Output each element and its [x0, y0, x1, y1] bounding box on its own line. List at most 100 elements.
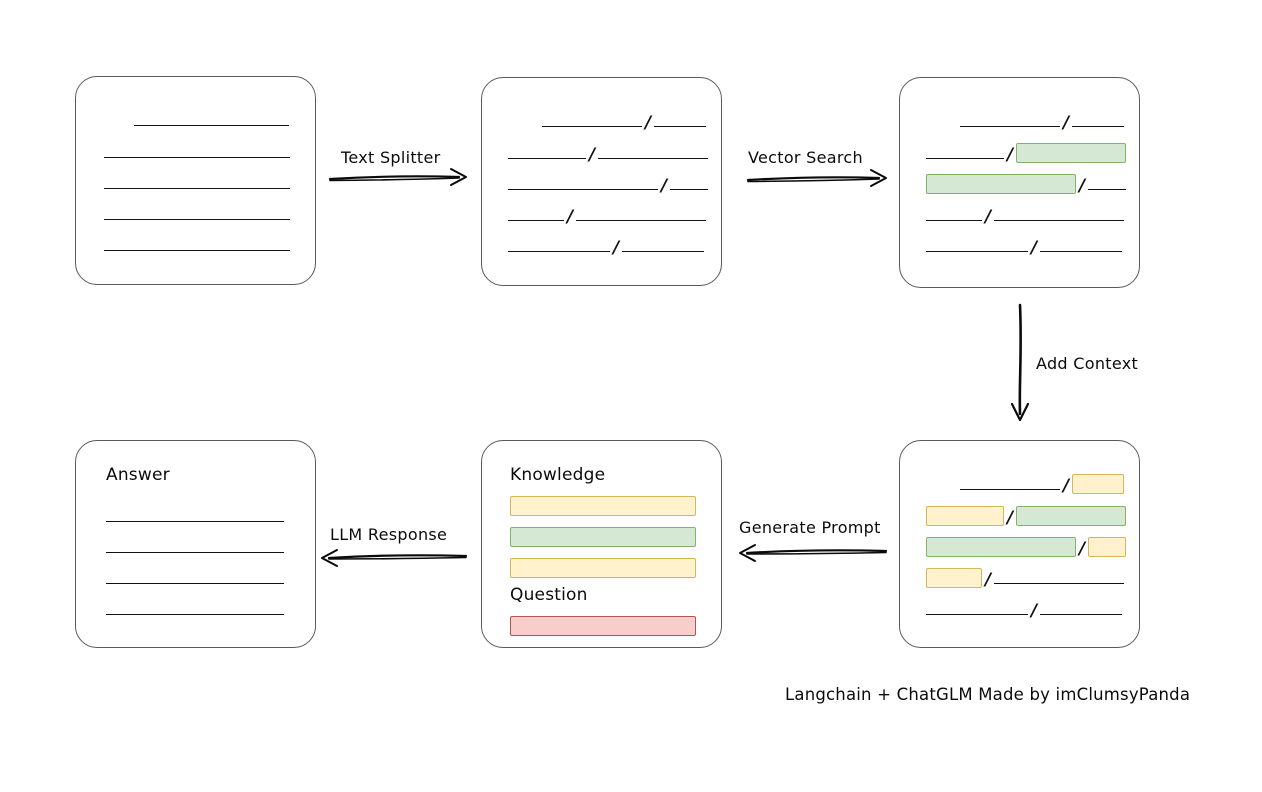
content-row: /: [900, 234, 1139, 258]
content-row: [76, 108, 315, 126]
prompt-bar-yellow: [510, 496, 696, 516]
edge-text-splitter-label: Text Splitter: [341, 148, 441, 167]
node-source-document[interactable]: [75, 76, 316, 285]
content-row: [76, 140, 315, 158]
highlight-chip-yellow: [926, 506, 1004, 526]
text-line: [960, 126, 1060, 127]
text-line: [654, 126, 707, 127]
slash-separator: /: [1079, 176, 1086, 196]
text-line: [104, 157, 290, 158]
content-row: /: [900, 172, 1139, 196]
text-line: [104, 219, 290, 220]
slash-separator: /: [1007, 145, 1014, 165]
edge-generate-prompt: [739, 544, 888, 562]
text-line: [508, 189, 658, 190]
slash-separator: /: [1031, 601, 1038, 621]
text-line: [508, 220, 564, 221]
slash-separator: /: [645, 113, 652, 133]
slash-separator: /: [1063, 476, 1070, 496]
prompt-bar-green: [510, 527, 696, 547]
text-line: [622, 251, 705, 252]
node-answer-box[interactable]: Answer: [75, 440, 316, 648]
prompt-bar-yellow: [510, 558, 696, 578]
slash-separator: /: [1031, 238, 1038, 258]
highlight-chip-green: [1016, 143, 1127, 163]
text-line: [104, 188, 290, 189]
highlight-chip-yellow: [926, 568, 982, 588]
text-line: [960, 489, 1060, 490]
text-line: [1072, 126, 1125, 127]
content-row: /: [900, 472, 1139, 496]
text-line: [1088, 189, 1127, 190]
content-row: [76, 202, 315, 220]
edge-vector-search-label: Vector Search: [748, 148, 863, 167]
slash-separator: /: [1007, 508, 1014, 528]
content-row: /: [900, 504, 1139, 528]
prompt-heading-question: Question: [510, 585, 588, 605]
text-line: [106, 614, 284, 615]
slash-separator: /: [1079, 539, 1086, 559]
text-line: [104, 250, 290, 251]
text-line: [508, 251, 610, 252]
slash-separator: /: [589, 145, 596, 165]
node-context-chunks[interactable]: / / / / /: [899, 440, 1140, 648]
slash-separator: /: [1063, 113, 1070, 133]
text-line: [926, 158, 1004, 159]
content-row: [76, 597, 315, 615]
content-row: [76, 504, 315, 522]
highlight-chip-green: [1016, 506, 1127, 526]
content-row: /: [900, 597, 1139, 621]
content-row: /: [482, 172, 721, 196]
diagram-caption: Langchain + ChatGLM Made by imClumsyPand…: [785, 685, 1191, 704]
content-row: /: [482, 234, 721, 258]
node-body: / / / / /: [900, 441, 1139, 647]
edge-add-context: [1010, 303, 1030, 422]
text-line: [670, 189, 709, 190]
node-body: / / / / /: [482, 78, 721, 285]
text-line: [926, 614, 1028, 615]
text-line: [994, 220, 1125, 221]
slash-separator: /: [985, 207, 992, 227]
slash-separator: /: [661, 176, 668, 196]
text-line: [598, 158, 709, 159]
content-row: [76, 535, 315, 553]
text-line: [508, 158, 586, 159]
content-row: [76, 233, 315, 251]
content-row: /: [900, 566, 1139, 590]
node-vector-matches[interactable]: / / / / /: [899, 77, 1140, 288]
prompt-bar-red: [510, 616, 696, 636]
content-row: /: [900, 535, 1139, 559]
content-row: /: [900, 109, 1139, 133]
slash-separator: /: [613, 238, 620, 258]
text-line: [542, 126, 642, 127]
text-line: [106, 521, 284, 522]
text-line: [1040, 614, 1123, 615]
node-body: / / / / /: [900, 78, 1139, 287]
edge-generate-prompt-label: Generate Prompt: [739, 518, 881, 537]
content-row: /: [900, 141, 1139, 165]
text-line: [926, 220, 982, 221]
highlight-chip-green: [926, 537, 1076, 557]
node-body: Answer: [76, 441, 315, 647]
slash-separator: /: [985, 570, 992, 590]
content-row: [76, 171, 315, 189]
text-line: [994, 583, 1125, 584]
text-line: [106, 583, 284, 584]
text-line: [1040, 251, 1123, 252]
content-row: /: [900, 203, 1139, 227]
edge-add-context-label: Add Context: [1036, 354, 1139, 373]
slash-separator: /: [567, 207, 574, 227]
content-row: /: [482, 141, 721, 165]
content-row: [76, 566, 315, 584]
text-line: [134, 125, 289, 126]
text-line: [576, 220, 707, 221]
answer-heading: Answer: [106, 465, 170, 485]
content-row: /: [482, 109, 721, 133]
text-line: [106, 552, 284, 553]
edge-llm-response-label: LLM Response: [330, 525, 448, 544]
node-split-chunks[interactable]: / / / / /: [481, 77, 722, 286]
highlight-chip-yellow: [1088, 537, 1127, 557]
